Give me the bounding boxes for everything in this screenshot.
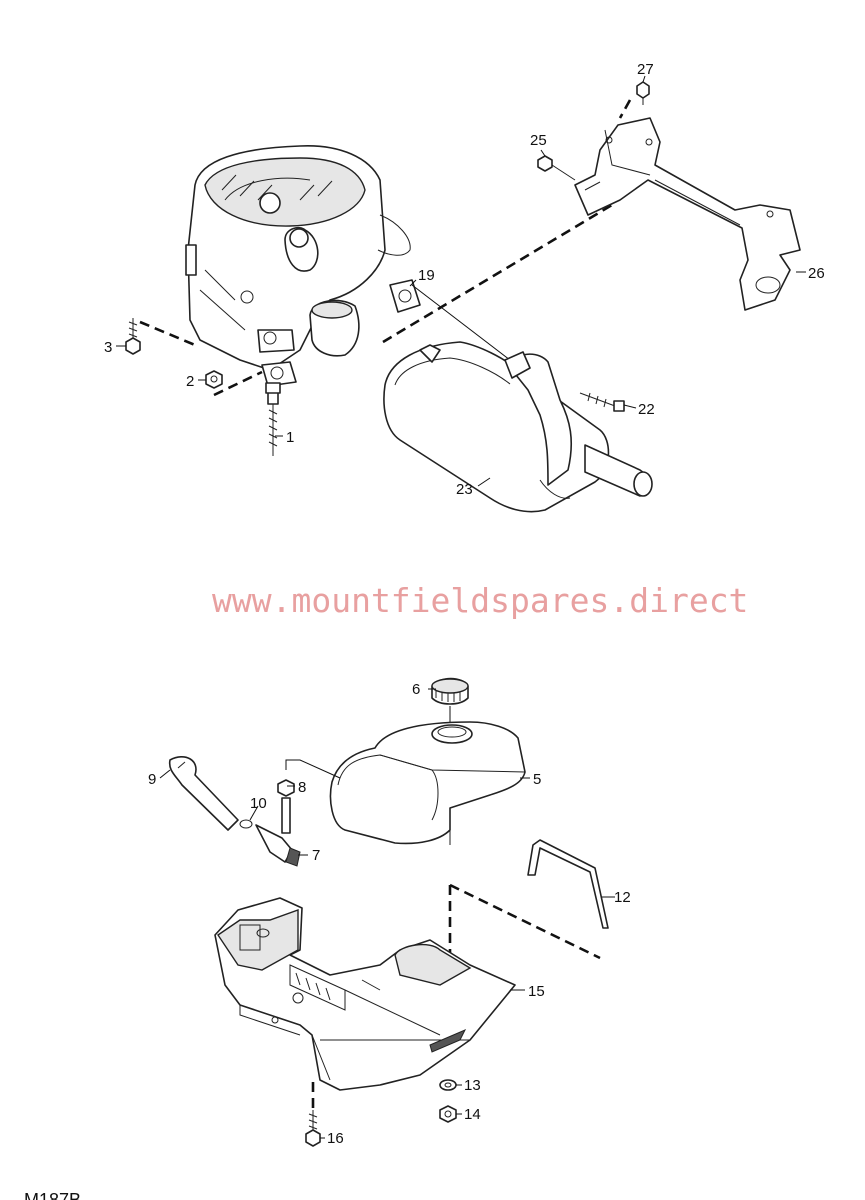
callout-leaders	[116, 75, 806, 1139]
bolt-16	[305, 1110, 321, 1147]
bolt-3	[125, 318, 141, 355]
washer-13	[439, 1079, 457, 1091]
callout-9: 9	[148, 771, 156, 788]
tank-strap-12	[527, 839, 609, 929]
callout-23: 23	[456, 481, 473, 498]
engine-drawing	[185, 145, 411, 387]
fuel-hose-9	[168, 756, 239, 831]
nut-8	[277, 779, 295, 834]
screw-25	[537, 155, 576, 181]
assembly-line-nut-2	[213, 370, 263, 397]
tank-bracket-15	[214, 897, 516, 1091]
callout-26: 26	[808, 265, 825, 282]
callout-7: 7	[312, 847, 320, 864]
bolt-22	[579, 392, 625, 412]
callout-3: 3	[104, 339, 112, 356]
drawing-code: M187B	[24, 1190, 81, 1200]
callout-27: 27	[637, 61, 654, 78]
callout-10: 10	[250, 795, 267, 812]
leader-gasket-to-silencer	[411, 284, 511, 361]
callout-15: 15	[528, 983, 545, 1000]
fuel-tap-7	[255, 824, 301, 867]
nut-14	[439, 1105, 457, 1123]
assembly-line-screw-27	[618, 99, 632, 119]
callout-12: 12	[614, 889, 631, 906]
screw-27	[636, 81, 650, 105]
callout-13: 13	[464, 1077, 481, 1094]
nut-2	[205, 370, 223, 389]
hose-clip-10	[239, 819, 253, 829]
callout-1: 1	[286, 429, 294, 446]
callout-6: 6	[412, 681, 420, 698]
assembly-line-bolt-3	[139, 320, 196, 347]
callout-22: 22	[638, 401, 655, 418]
callout-5: 5	[533, 771, 541, 788]
bolt-1	[265, 382, 281, 456]
callout-2: 2	[186, 373, 194, 390]
assembly-line-silencer-bracket	[382, 203, 613, 344]
callout-labels: 1 2 3 5 6 7 8 9 10 12 13 14 15 16 19 22 …	[104, 61, 825, 1147]
leader-tank-to-tap	[285, 759, 341, 779]
callout-16: 16	[327, 1130, 344, 1147]
fuel-cap-6	[431, 677, 469, 705]
silencer-23	[383, 341, 653, 513]
callout-19: 19	[418, 267, 435, 284]
callout-25: 25	[530, 132, 547, 149]
watermark-text: www.mountfieldspares.direct	[212, 581, 748, 620]
gasket-19	[389, 279, 421, 313]
fuel-tank-5	[329, 721, 526, 845]
callout-14: 14	[464, 1106, 481, 1123]
assembly-line-strap	[449, 883, 601, 960]
callout-8: 8	[298, 779, 306, 796]
silencer-bracket-26	[574, 117, 801, 311]
